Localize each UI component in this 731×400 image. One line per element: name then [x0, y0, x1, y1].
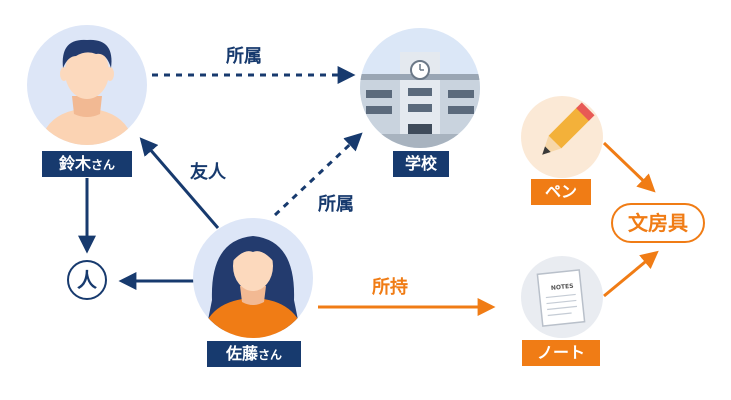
note-label: ノート [522, 340, 600, 366]
note-icon: NOTES [521, 256, 603, 338]
sato-label: 佐藤さん [207, 341, 301, 367]
school-label: 学校 [393, 151, 449, 177]
pen-icon [521, 96, 603, 178]
note-image-text: NOTES [551, 283, 574, 292]
edge-sato-suzuki [139, 137, 220, 229]
sato-avatar [193, 218, 313, 338]
edge-label-sato-note: 所持 [372, 277, 408, 298]
suzuki-label: 鈴木さん [42, 151, 132, 177]
edge-note-stationery [603, 250, 659, 298]
suzuki-avatar [27, 25, 147, 145]
edge-label-sato-school: 所属 [318, 194, 354, 215]
school-icon [360, 28, 480, 148]
edge-label-sato-suzuki: 友人 [190, 162, 226, 183]
stationery-concept: 文房具 [611, 203, 705, 243]
person-concept: 人 [67, 260, 107, 300]
edge-label-suzuki-school: 所属 [226, 46, 262, 67]
pen-label: ペン [531, 179, 591, 205]
edge-sato-school [273, 132, 363, 217]
edge-pen-stationery [602, 141, 656, 193]
